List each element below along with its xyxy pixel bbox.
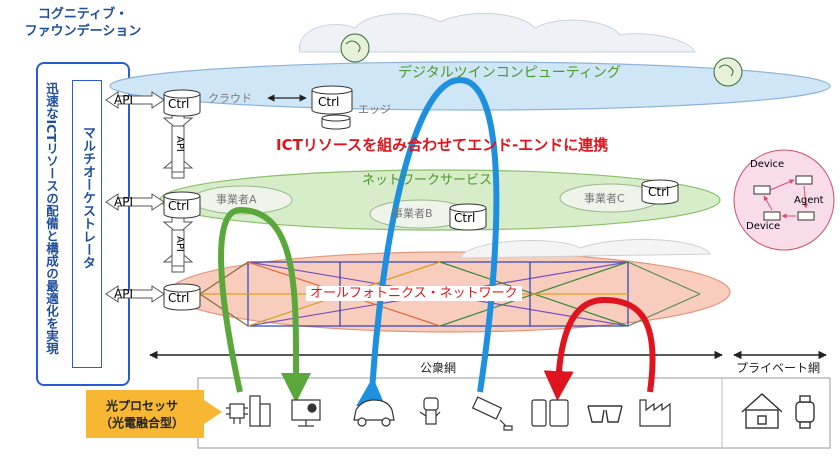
processor-line2: （光電融合型） xyxy=(99,416,184,430)
horizontal-api-arrows xyxy=(105,91,165,303)
api-label: API xyxy=(114,93,133,107)
house-icon xyxy=(741,393,783,429)
cloud-layer-title: デジタルツインコンピューティング xyxy=(398,65,621,81)
brain-icon xyxy=(713,57,743,87)
private-network-label: プライベート網 xyxy=(736,361,821,375)
green-arc xyxy=(218,206,312,403)
api-label: API xyxy=(114,195,133,209)
watch-icon xyxy=(795,395,815,429)
agent-cluster-circle xyxy=(733,149,835,251)
factory-icon xyxy=(639,399,671,427)
photonic-cloud-puff xyxy=(459,238,711,259)
device-node-icon xyxy=(763,211,781,221)
title-line2: ファウンデーション xyxy=(24,24,142,39)
operator-label: 事業者C xyxy=(584,192,625,205)
robot-icon xyxy=(419,397,441,425)
ctrl-label: Ctrl xyxy=(648,185,670,199)
device-label-2: Device xyxy=(746,221,781,232)
glasses-icon xyxy=(587,405,623,423)
ctrl-label: Ctrl xyxy=(318,95,340,109)
operator-label: 事業者A xyxy=(216,193,257,206)
ctrl-label: Ctrl xyxy=(454,211,476,225)
orchestrator-box xyxy=(72,80,102,368)
car-icon xyxy=(353,399,395,427)
network-layer-title: ネットワークサービス xyxy=(362,173,493,188)
camera-icon xyxy=(471,396,513,431)
ctrl-cylinders xyxy=(163,85,679,311)
chip-icon xyxy=(226,403,248,424)
blue-arc xyxy=(356,76,500,408)
cloud-shape xyxy=(299,13,696,53)
ctrl-label: Ctrl xyxy=(168,291,190,305)
device-node-icon xyxy=(753,185,771,195)
monitor-icon xyxy=(291,399,321,427)
processor-pointer xyxy=(204,400,222,424)
agent-nodes xyxy=(753,175,815,221)
api-label-vertical: API xyxy=(174,236,185,252)
optical-processor-label: 光プロセッサ （光電融合型） xyxy=(92,398,192,432)
optical-processor-box xyxy=(86,390,204,438)
edge-label: エッジ xyxy=(358,103,391,116)
orchestrator-label: マルチオーケストレータ xyxy=(80,126,95,269)
cloud-label: クラウド xyxy=(208,92,252,105)
api-label-vertical: API xyxy=(174,136,185,152)
device-node-icon xyxy=(797,211,815,221)
processor-line1: 光プロセッサ xyxy=(105,399,178,413)
left-panel-title: コグニティブ・ ファウンデーション xyxy=(8,6,158,40)
photonic-layer-title: オールフォトニクス・ネットワーク xyxy=(306,286,522,301)
ctrl-label: Ctrl xyxy=(168,97,190,111)
api-label: API xyxy=(114,287,133,301)
title-line1: コグニティブ・ xyxy=(37,7,129,22)
red-arc xyxy=(543,296,656,401)
brain-icon xyxy=(340,33,370,63)
public-network-label: 公衆網 xyxy=(420,361,457,375)
optimization-caption: 迅速なICTリソースの配備と構成の最適化を実現 xyxy=(44,82,59,355)
device-node-icon xyxy=(795,175,813,185)
server-icon xyxy=(249,395,271,427)
phone-icon xyxy=(531,399,547,427)
ctrl-label: Ctrl xyxy=(168,199,190,213)
agent-label: Agent xyxy=(794,195,824,206)
tablet-icon xyxy=(549,399,569,427)
device-label: Device xyxy=(750,159,785,170)
headline: ICTリソースを組み合わせてエンド-エンドに連携 xyxy=(276,136,609,154)
operator-label: 事業者B xyxy=(392,207,433,220)
